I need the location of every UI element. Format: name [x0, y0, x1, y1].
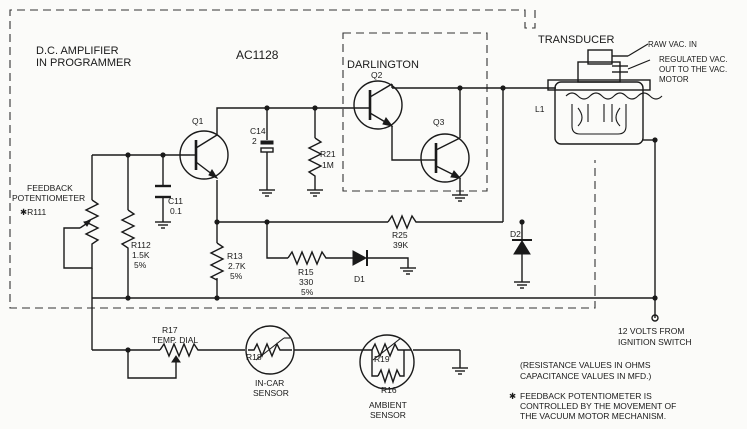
r17-label: TEMP. DIAL [152, 335, 198, 345]
raw-vac-label: RAW VAC. IN [648, 40, 697, 49]
c11-value: 0.1 [170, 206, 182, 216]
q3-label: Q3 [433, 117, 445, 127]
ambient-label-1: AMBIENT [369, 400, 407, 410]
r13-tol: 5% [230, 271, 243, 281]
r17-name: R17 [162, 325, 178, 335]
raw-vac-leader [627, 43, 649, 57]
fb-pot-line1: FEEDBACK [27, 183, 73, 193]
ground-symbol [452, 194, 468, 202]
c14-value: 2 [252, 136, 257, 146]
part-number-label: AC1128 [236, 48, 279, 62]
d1-label: D1 [354, 274, 365, 284]
diode-d2 [512, 230, 532, 258]
ground-symbol [307, 189, 323, 197]
ambient-sensor-r19-r16 [359, 334, 415, 390]
r15-tol: 5% [301, 287, 314, 297]
junction-dots [125, 85, 658, 353]
r25-name: R25 [392, 230, 408, 240]
fb-note-line3: THE VACUUM MOTOR MECHANISM. [520, 411, 666, 421]
r13-name: R13 [227, 251, 243, 261]
power-terminal [651, 314, 659, 322]
power-label-line1: 12 VOLTS FROM [618, 326, 684, 336]
diode-d1 [352, 250, 368, 266]
ground-symbol [259, 189, 275, 197]
r21-value: 1M [322, 160, 334, 170]
q1-label: Q1 [192, 116, 204, 126]
transducer-title: TRANSDUCER [538, 34, 614, 46]
coil-label: L1 [535, 104, 545, 114]
r15-value: 330 [299, 277, 313, 287]
resistor-r13 [209, 242, 225, 281]
resistor-r112 [120, 209, 136, 250]
r16-label: R16 [381, 385, 397, 395]
resistor-r21 [307, 137, 323, 190]
r21-name: R21 [320, 149, 336, 159]
ground-symbol [400, 267, 416, 275]
units-note-line2: CAPACITANCE VALUES IN MFD.) [520, 371, 651, 381]
r112-tol: 5% [134, 260, 147, 270]
capacitor-c14 [260, 140, 274, 190]
ground-symbol [452, 367, 468, 375]
q2-label: Q2 [371, 70, 383, 80]
in-car-label-2: SENSOR [253, 388, 289, 398]
in-car-label-1: IN-CAR [255, 378, 284, 388]
transistor-q2 [350, 80, 403, 130]
transducer [547, 49, 663, 145]
ambient-label-2: SENSOR [370, 410, 406, 420]
r19-label: R19 [374, 354, 390, 364]
transistor-q3 [420, 133, 470, 183]
r15-name: R15 [298, 267, 314, 277]
c11-name: C11 [168, 196, 183, 206]
amplifier-boundary [9, 9, 596, 309]
transistor-q1 [179, 130, 229, 180]
units-note-line1: (RESISTANCE VALUES IN OHMS [520, 360, 651, 370]
feedback-potentiometer-r111 [79, 199, 100, 248]
r112-value: 1.5K [132, 250, 150, 260]
amplifier-title-line1: D.C. AMPLIFIER [36, 45, 119, 57]
regulated-leader [627, 59, 651, 70]
resistor-r25 [387, 214, 419, 230]
in-car-sensor-r18 [245, 325, 295, 375]
capacitor-c11 [155, 184, 171, 199]
d2-label: D2 [510, 229, 521, 239]
ground-symbol [155, 221, 171, 229]
fb-note-star: ✱ [509, 391, 516, 401]
amplifier-title-line2: IN PROGRAMMER [36, 57, 131, 69]
wiring [63, 84, 656, 379]
regulated-label-2: OUT TO THE VAC. [659, 65, 727, 74]
resistor-r17 [159, 342, 200, 358]
regulated-label-1: REGULATED VAC. [659, 55, 728, 64]
resistor-r15 [287, 250, 328, 266]
darlington-boundary [342, 32, 488, 192]
r18-label: R18 [246, 352, 262, 362]
power-label-line2: IGNITION SWITCH [618, 337, 692, 347]
r25-value: 39K [393, 240, 408, 250]
fb-pot-line2: POTENTIOMETER [12, 193, 85, 203]
r17-wiper-arrow [171, 355, 181, 363]
r13-value: 2.7K [228, 261, 246, 271]
c14-name: C14 [250, 126, 266, 136]
fb-note-line2: CONTROLLED BY THE MOVEMENT OF [520, 401, 676, 411]
fb-note-line1: FEEDBACK POTENTIOMETER IS [520, 391, 652, 401]
r111-label: ✱R111 [20, 207, 46, 217]
darlington-title: DARLINGTON [347, 59, 419, 71]
ground-symbol [514, 281, 530, 289]
regulated-label-3: MOTOR [659, 75, 689, 84]
r112-name: R112 [131, 240, 151, 250]
